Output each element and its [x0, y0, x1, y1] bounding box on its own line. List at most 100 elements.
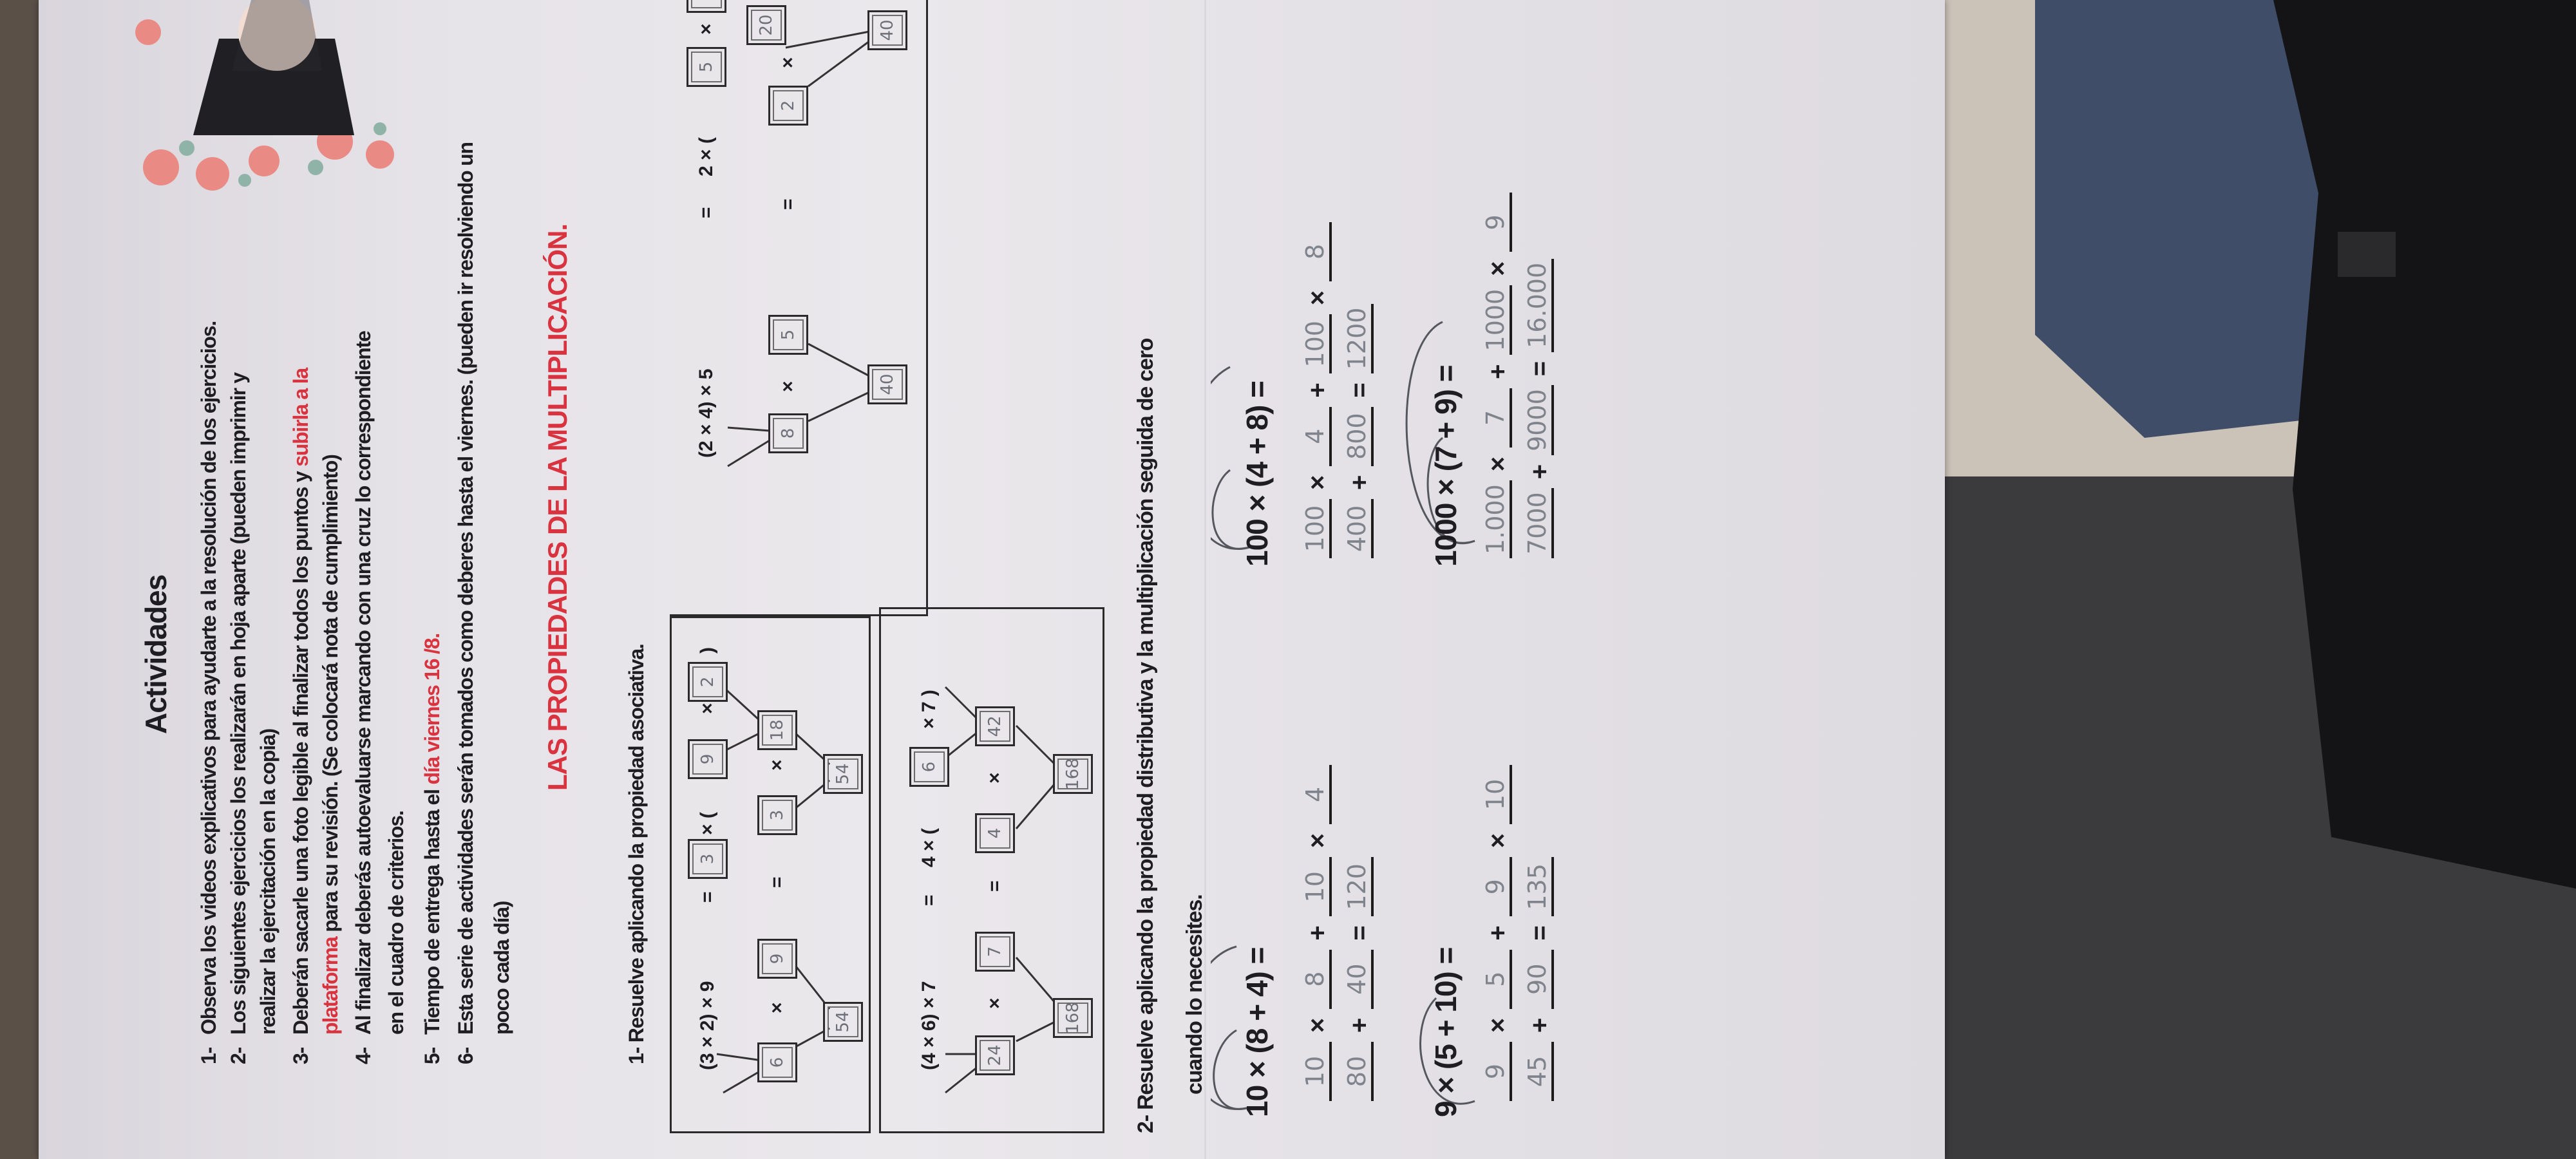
operator: = [1526, 361, 1554, 377]
answer-blank[interactable]: 100 [1301, 499, 1332, 558]
answer-blank[interactable]: 10 [1301, 857, 1332, 917]
answer-blank[interactable]: 1.000 [1481, 480, 1512, 558]
answer-blank[interactable]: 9000 [1523, 385, 1554, 455]
instruction-line: realizar la ejercitación en la copia) [256, 729, 280, 1035]
answer-blank[interactable]: 90 [1523, 949, 1554, 1009]
answer-box[interactable]: 18 [757, 710, 797, 750]
answer-blank[interactable]: 7 [1481, 388, 1512, 448]
equals-sign: = [696, 207, 717, 218]
answer-row: 80+40=120 [1343, 857, 1374, 1101]
answer-row: 400+800=1200 [1343, 303, 1374, 558]
exercise2-prompt-continued: cuando lo necesites. [1182, 894, 1207, 1095]
answer-box[interactable]: 5 [768, 315, 808, 355]
problem-expression: 1000 × (7 + 9) = [1429, 365, 1463, 567]
section-heading: LAS PROPIEDADES DE LA MULTIPLICACIÓN. [542, 223, 573, 791]
instruction-number: 2- [227, 1047, 250, 1064]
answer-blank[interactable]: 10 [1301, 1042, 1332, 1101]
answer-box[interactable]: 3 [688, 839, 728, 879]
instruction-text: para su revisión. (Se colocará nota de c… [319, 455, 342, 938]
distribution-arrows [1211, 321, 1475, 1110]
operator: × [766, 759, 788, 771]
operator: + [1303, 925, 1332, 941]
operator: + [1345, 1017, 1374, 1033]
operator: × [1303, 475, 1332, 490]
equals-sign: = [697, 891, 718, 903]
operator: × [1484, 833, 1512, 849]
answer-box[interactable]: 20 [746, 5, 786, 45]
operator: × [1484, 261, 1512, 276]
answer-box[interactable]: 6 [757, 1042, 797, 1082]
result-box[interactable]: 168 [1053, 754, 1093, 794]
answer-blank[interactable]: 45 [1523, 1042, 1554, 1101]
result-box[interactable]: 54 [823, 1002, 863, 1042]
answer-box[interactable]: 5 [687, 47, 726, 87]
answer-blank[interactable]: 135 [1523, 857, 1554, 917]
answer-blank[interactable]: 4 [1301, 406, 1332, 466]
answer-blank[interactable]: 7000 [1523, 488, 1554, 558]
answer-blank[interactable]: 4 [1301, 764, 1332, 824]
instruction-line: plataforma para su revisión. (Se colocar… [319, 455, 343, 1035]
instruction-text: Esta serie de actividades serán tomados … [454, 142, 477, 1035]
equals-sign: = [766, 876, 788, 888]
worksheet-paper [39, 0, 1945, 1159]
answer-blank[interactable]: 9 [1481, 1042, 1512, 1101]
answer-box[interactable]: 7 [975, 932, 1015, 972]
answer-blank[interactable]: 800 [1343, 406, 1374, 466]
answer-blank[interactable]: 400 [1343, 499, 1374, 558]
answer-box[interactable]: 6 [909, 747, 949, 787]
answer-blank[interactable]: 16.000 [1523, 258, 1554, 352]
answer-blank[interactable]: 9 [1481, 193, 1512, 252]
answer-box[interactable]: 42 [975, 706, 1015, 746]
answer-box[interactable]: 3 [757, 795, 797, 835]
answer-blank[interactable]: 1200 [1343, 303, 1374, 374]
result-box[interactable]: 40 [867, 364, 907, 404]
answer-box[interactable]: 9 [688, 739, 728, 779]
answer-blank[interactable]: 100 [1301, 314, 1332, 374]
instruction-line: Esta serie de actividades serán tomados … [454, 142, 478, 1035]
answer-box[interactable]: 9 [757, 939, 797, 979]
instruction-number: 4- [352, 1047, 375, 1064]
answer-box[interactable]: 2 [768, 86, 808, 126]
expression: (2 × 4) × 5 [696, 368, 717, 458]
answer-box[interactable]: 4 [975, 813, 1015, 853]
instruction-line: en el cuadro de criterios. [384, 811, 408, 1035]
answer-blank[interactable]: 40 [1343, 949, 1374, 1009]
associative-diagram-b: (4 × 6) × 7 = 4 × ( 6 × 7 ) 24 × 7 = 4 ×… [879, 607, 1104, 1133]
instruction-text: Tiempo de entrega hasta el [421, 784, 444, 1035]
answer-box[interactable]: 8 [768, 413, 808, 453]
operator: × [1484, 456, 1512, 472]
instruction-line: Al finalizar deberás autoevaluarse marca… [352, 331, 375, 1035]
operator: × [697, 702, 718, 714]
operator: × 7 ) [918, 690, 940, 729]
answer-box[interactable]: 2 [688, 662, 728, 702]
answer-blank[interactable]: 1000 [1481, 285, 1512, 355]
result-box[interactable]: 40 [867, 10, 907, 50]
answer-row: 7000+9000=16.000 [1523, 258, 1554, 558]
answer-box[interactable]: 4 [687, 0, 726, 13]
instruction-line: Los siguientes ejercicios los realizarán… [227, 373, 251, 1035]
worksheet-page: Actividades 1-Observa los videos explica… [39, 0, 1945, 1159]
operator: + [1345, 475, 1374, 490]
answer-blank[interactable]: 8 [1301, 221, 1332, 281]
result-box[interactable]: 168 [1053, 998, 1093, 1038]
answer-blank[interactable]: 120 [1343, 857, 1374, 917]
result-box[interactable]: 54 [823, 754, 863, 794]
answer-blank[interactable]: 80 [1343, 1042, 1374, 1101]
worksheet-title: Actividades [139, 574, 173, 734]
answer-blank[interactable]: 9 [1481, 857, 1512, 917]
answer-blank[interactable]: 5 [1481, 949, 1512, 1009]
expression: (3 × 2) × 9 [697, 981, 718, 1070]
operator: × [696, 23, 717, 35]
answer-blank[interactable]: 10 [1481, 764, 1512, 824]
answer-box[interactable]: 24 [975, 1035, 1015, 1075]
instruction-line: Observa los videos explicativos para ayu… [197, 321, 221, 1035]
operator: × [777, 381, 799, 392]
operator: + [1484, 925, 1512, 941]
instruction-text: en el cuadro de criterios. [384, 811, 408, 1035]
problem-expression: 9 × (5 + 10) = [1429, 947, 1463, 1117]
answer-blank[interactable]: 8 [1301, 949, 1332, 1009]
operator: × [984, 772, 1005, 784]
operator: × [1303, 833, 1332, 849]
instruction-line: Tiempo de entrega hasta el día viernes 1… [421, 634, 444, 1035]
